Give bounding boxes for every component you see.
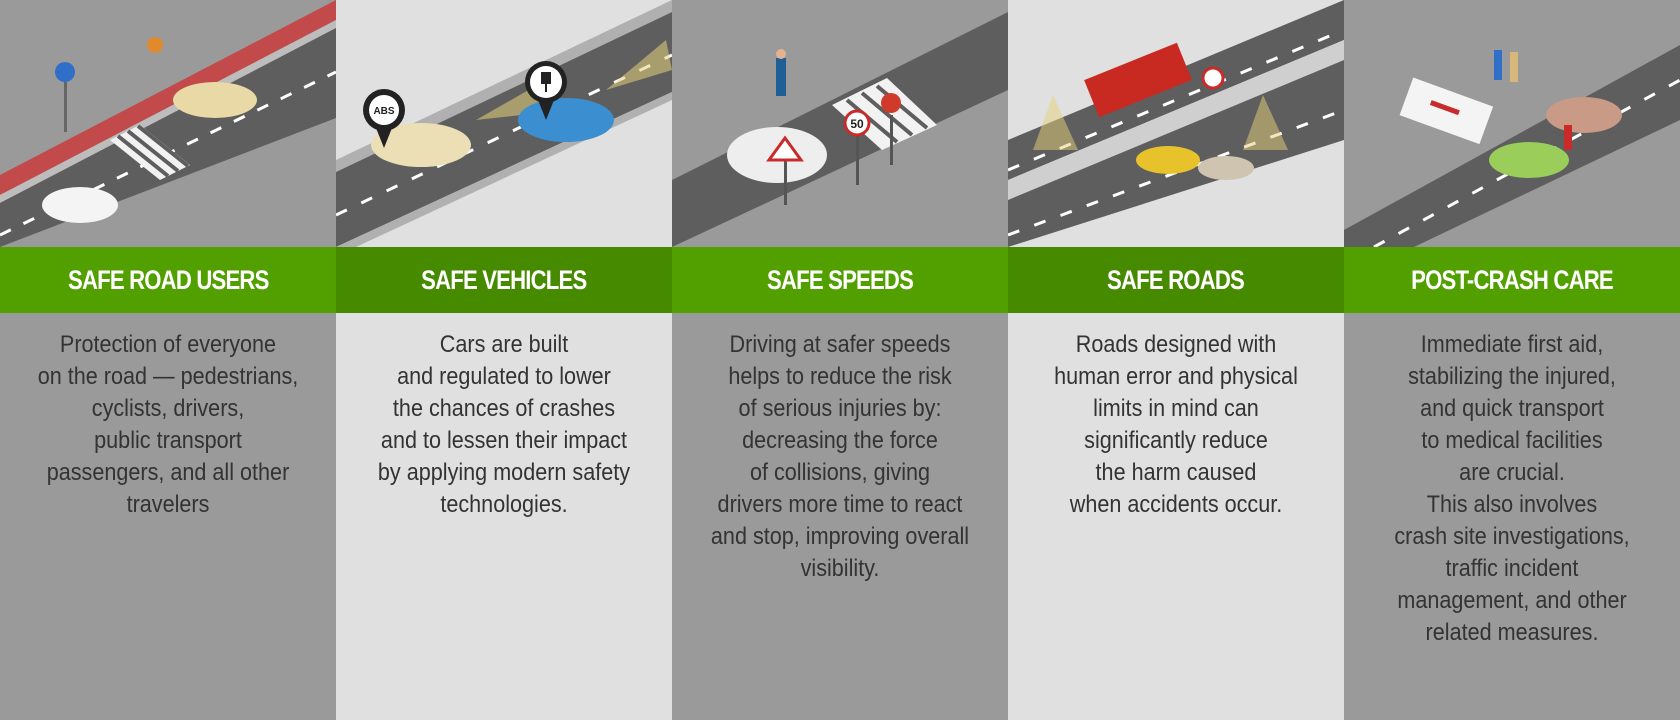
pillar-safe-road-users: SAFE ROAD USERS Protection of everyone o… (0, 0, 336, 720)
pillar-title-band: SAFE SPEEDS (672, 247, 1008, 313)
pillar-description: Immediate first aid, stabilizing the inj… (1394, 331, 1630, 646)
pillar-description: Driving at safer speeds helps to reduce … (710, 331, 970, 582)
ev-plug-marker-icon (525, 61, 567, 120)
abs-marker-icon: ABS (363, 89, 405, 148)
pillar-safe-vehicles: ABS SAFE VEHICLES Cars are built and reg… (336, 0, 672, 720)
pillar-description: Cars are built and regulated to lower th… (377, 331, 631, 518)
pillar-title-band: POST-CRASH CARE (1344, 247, 1680, 313)
svg-text:ABS: ABS (373, 106, 394, 117)
pillar-title-band: SAFE VEHICLES (336, 247, 672, 313)
pillar-post-crash-care: POST-CRASH CARE Immediate first aid, sta… (1344, 0, 1680, 720)
pillar-safe-roads: SAFE ROADS Roads designed with human err… (1008, 0, 1344, 720)
safe-speeds-illustration: 50 (672, 0, 1008, 247)
safe-vehicles-illustration: ABS (336, 0, 672, 247)
pillar-title: SAFE VEHICLES (421, 264, 587, 295)
post-crash-care-illustration (1344, 0, 1680, 247)
warning-sign-icon (766, 135, 804, 162)
pillar-title: SAFE ROADS (1107, 264, 1246, 295)
pillar-title: POST-CRASH CARE (1411, 264, 1614, 295)
pillar-title: SAFE SPEEDS (766, 264, 914, 295)
pillar-description: Protection of everyone on the road — ped… (37, 331, 299, 518)
pillar-title-band: SAFE ROADS (1008, 247, 1344, 313)
pillar-title: SAFE ROAD USERS (67, 264, 269, 295)
pillar-safe-speeds: 50 SAFE SPEEDS Driving at safer speeds h… (672, 0, 1008, 720)
no-u-turn-sign-icon (1201, 66, 1225, 90)
safe-roads-illustration (1008, 0, 1344, 247)
svg-text:50: 50 (850, 117, 864, 131)
pillar-description: Roads designed with human error and phys… (1054, 331, 1298, 518)
car-icon (173, 82, 257, 118)
speed-limit-sign-icon (843, 109, 871, 137)
pillar-title-band: SAFE ROAD USERS (0, 247, 336, 313)
pedestrian-crossing-illustration (0, 0, 336, 247)
